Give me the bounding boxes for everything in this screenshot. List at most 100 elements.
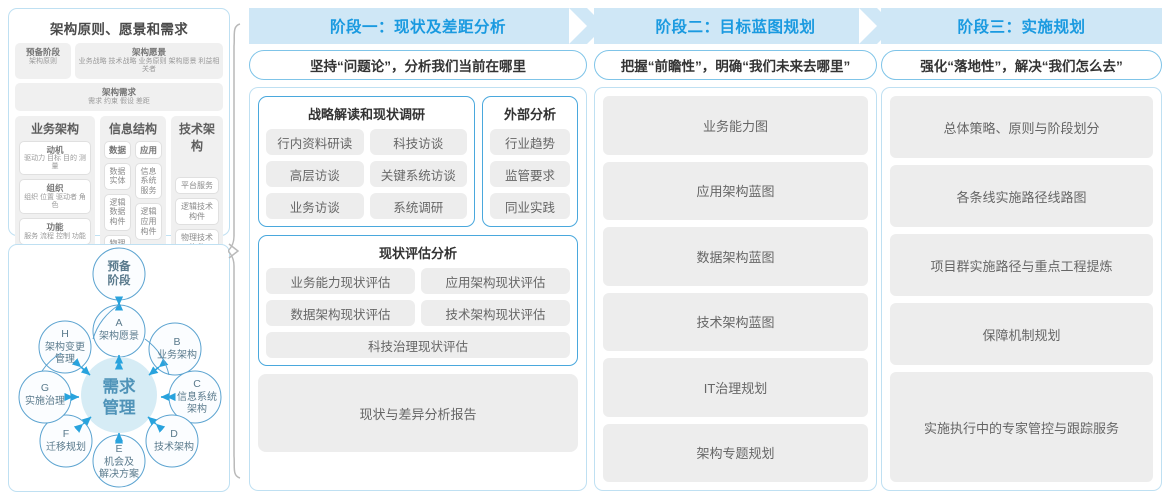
adm-node-prelim bbox=[92, 247, 146, 301]
adm-e-label: 机会及 bbox=[104, 455, 134, 468]
information-system-service-box: 信息系统服务 bbox=[135, 162, 162, 200]
phase-2-title: 阶段二：目标蓝图规划 bbox=[655, 19, 816, 36]
chip-gap-analysis-report[interactable]: 现状与差异分析报告 bbox=[258, 374, 578, 452]
phase-3-body: 总体策略、原则与阶段划分 各条线实施路径线路图 项目群实施路径与重点工程提炼 保… bbox=[881, 87, 1162, 491]
phase-1-top-row: 战略解读和现状调研 行内资料研读 科技访谈 高层访谈 关键系统访谈 业务访谈 系 bbox=[258, 96, 578, 227]
arrow-f-center bbox=[73, 416, 92, 433]
chip-key-system-interview[interactable]: 关键系统访谈 bbox=[369, 161, 467, 187]
connector-bracket bbox=[228, 23, 241, 479]
logical-application-component-box: 逻辑应用构件 bbox=[135, 203, 162, 241]
adm-d-key: D bbox=[170, 428, 178, 440]
chip-line-roadmap[interactable]: 各条线实施路径线路图 bbox=[890, 165, 1153, 227]
togaf-title: 架构原则、愿景和需求 bbox=[50, 22, 188, 37]
chip-it-governance-assessment[interactable]: 科技治理现状评估 bbox=[266, 332, 570, 358]
svg-text:阶段: 阶段 bbox=[108, 273, 131, 287]
phase-2-notch-inner bbox=[859, 8, 877, 44]
group-strategy-survey-title: 战略解读和现状调研 bbox=[307, 107, 425, 122]
data-entity-box: 数据实体 bbox=[104, 162, 131, 190]
group-external-analysis: 外部分析 行业趋势 监管要求 同业实践 bbox=[482, 96, 578, 227]
adm-b-key: B bbox=[173, 336, 180, 348]
chip-application-arch-assessment[interactable]: 应用架构现状评估 bbox=[421, 268, 570, 294]
chip-assurance-mechanism[interactable]: 保障机制规划 bbox=[890, 303, 1153, 365]
chip-program-path[interactable]: 项目群实施路径与重点工程提炼 bbox=[890, 234, 1153, 296]
chip-tech-interview[interactable]: 科技访谈 bbox=[369, 129, 467, 155]
pillar-business-architecture: 业务架构 动机 驱动力 目标 目的 测量 组织 组织 位置 驱动者 角色 功能 … bbox=[15, 115, 95, 286]
adm-center-label: 需求 bbox=[103, 376, 137, 396]
adm-f-key: F bbox=[63, 428, 69, 440]
adm-a-key: A bbox=[115, 317, 122, 329]
chip-tech-arch-blueprint[interactable]: 技术架构蓝图 bbox=[603, 292, 868, 351]
togaf-content-framework-card: 架构原则、愿景和需求 预备阶段 架构原则 架构愿景 业务战略 技术战略 业务原则… bbox=[8, 8, 230, 337]
business-function-box: 功能 服务 流程 控制 功能 bbox=[19, 218, 91, 246]
adm-prelim-label: 预备 bbox=[108, 259, 131, 273]
arrow-b-center bbox=[148, 358, 169, 376]
data-head-box: 数据 bbox=[104, 140, 131, 159]
adm-h-key: H bbox=[61, 328, 69, 340]
arrow-h-center bbox=[71, 358, 91, 376]
phase-column-1: 阶段一：现状及差距分析 坚持“问题论”，分析我们当前在哪里 战略解读和现状调研 … bbox=[249, 0, 605, 491]
architecture-requirements-box: 架构需求 需求 约束 假设 差距 bbox=[15, 83, 223, 111]
chip-it-governance-plan[interactable]: IT治理规划 bbox=[603, 358, 868, 417]
adm-a-label: 架构愿景 bbox=[99, 329, 139, 342]
chip-architecture-topic-plan[interactable]: 架构专题规划 bbox=[603, 423, 868, 482]
phase-1-notch-inner bbox=[569, 8, 587, 44]
phase-3-subtitle: 强化“落地性”，解决“我们怎么去” bbox=[881, 50, 1162, 80]
phase-3-title: 阶段三：实施规划 bbox=[957, 19, 1086, 36]
chip-executive-interview[interactable]: 高层访谈 bbox=[266, 161, 364, 187]
adm-c-key: C bbox=[193, 378, 201, 390]
chip-business-capability-assessment[interactable]: 业务能力现状评估 bbox=[266, 268, 415, 294]
phase-2-header: 阶段二：目标蓝图规划 bbox=[594, 8, 895, 44]
chip-business-capability-map[interactable]: 业务能力图 bbox=[603, 96, 868, 155]
req-head: 架构需求 bbox=[101, 87, 136, 98]
svg-text:管理: 管理 bbox=[103, 397, 137, 417]
group-external-analysis-title: 外部分析 bbox=[503, 107, 556, 122]
chip-peer-practice[interactable]: 同业实践 bbox=[490, 193, 570, 219]
chip-data-arch-blueprint[interactable]: 数据架构蓝图 bbox=[603, 227, 868, 286]
phase-2-body: 业务能力图 应用架构蓝图 数据架构蓝图 技术架构蓝图 IT治理规划 架构专题规划 bbox=[594, 87, 877, 491]
chip-internal-docs[interactable]: 行内资料研读 bbox=[266, 129, 364, 155]
pillar-info-title: 信息结构 bbox=[108, 121, 157, 136]
adm-h-label: 架构变更 bbox=[45, 340, 85, 353]
chip-data-arch-assessment[interactable]: 数据架构现状评估 bbox=[266, 300, 415, 326]
prelim-sub: 架构原则 bbox=[29, 57, 57, 65]
phase-1-title: 阶段一：现状及差距分析 bbox=[329, 19, 506, 36]
adm-g-label: 实施治理 bbox=[25, 394, 65, 407]
adm-cycle-diagram: 预备 阶段 A 架构愿景 B 业务架构 C 信息系统 架构 D 技术架构 E 机… bbox=[18, 247, 222, 488]
svg-text:解决方案: 解决方案 bbox=[99, 467, 139, 480]
phase-3-header: 阶段三：实施规划 bbox=[881, 8, 1162, 44]
left-reference-panel: 架构原则、愿景和需求 预备阶段 架构原则 架构愿景 业务战略 技术战略 业务原则… bbox=[8, 8, 230, 492]
chip-industry-trend[interactable]: 行业趋势 bbox=[490, 129, 570, 155]
business-motivation-box: 动机 驱动力 目标 目的 测量 bbox=[19, 140, 91, 176]
arrow-d-center bbox=[147, 416, 166, 433]
phase-column-3: 阶段三：实施规划 强化“落地性”，解决“我们怎么去” 总体策略、原则与阶段划分 … bbox=[881, 0, 1162, 491]
group-strategy-survey: 战略解读和现状调研 行内资料研读 科技访谈 高层访谈 关键系统访谈 业务访谈 系 bbox=[258, 96, 475, 227]
logical-data-component-box: 逻辑数据构件 bbox=[104, 193, 131, 231]
phase-2-subtitle: 把握“前瞻性”，明确“我们未来去哪里” bbox=[594, 50, 877, 80]
chip-system-research[interactable]: 系统调研 bbox=[369, 193, 467, 219]
adm-f-label: 迁移规划 bbox=[46, 440, 86, 453]
prelim-head: 预备阶段 bbox=[25, 47, 60, 57]
platform-service-box: 平台服务 bbox=[175, 176, 219, 195]
phase-1-header: 阶段一：现状及差距分析 bbox=[249, 8, 605, 44]
adm-center-circle bbox=[81, 357, 157, 433]
adm-e-key: E bbox=[115, 443, 122, 455]
chip-overall-strategy[interactable]: 总体策略、原则与阶段划分 bbox=[890, 96, 1153, 158]
prep-vision-row: 预备阶段 架构原则 架构愿景 业务战略 技术战略 业务原则 架构愿景 利益相关者 bbox=[15, 43, 223, 80]
chip-business-interview[interactable]: 业务访谈 bbox=[266, 193, 364, 219]
chip-tech-arch-assessment[interactable]: 技术架构现状评估 bbox=[421, 300, 570, 326]
svg-text:管理: 管理 bbox=[55, 352, 75, 365]
adm-d-label: 技术架构 bbox=[154, 440, 194, 453]
phase-1-body: 战略解读和现状调研 行内资料研读 科技访谈 高层访谈 关键系统访谈 业务访谈 系 bbox=[249, 87, 587, 491]
chip-application-arch-blueprint[interactable]: 应用架构蓝图 bbox=[603, 161, 868, 220]
application-head-box: 应用 bbox=[135, 140, 162, 159]
chip-regulatory-requirement[interactable]: 监管要求 bbox=[490, 161, 570, 187]
phase-1-subtitle: 坚持“问题论”，分析我们当前在哪里 bbox=[249, 50, 587, 80]
architecture-vision-box: 架构愿景 业务战略 技术战略 业务原则 架构愿景 利益相关者 bbox=[75, 43, 223, 80]
phase-column-2: 阶段二：目标蓝图规划 把握“前瞻性”，明确“我们未来去哪里” 业务能力图 应用架… bbox=[594, 0, 895, 491]
pillar-tech-title: 技术架构 bbox=[178, 121, 215, 153]
vision-head: 架构愿景 bbox=[131, 47, 166, 57]
adm-c-label: 信息系统 bbox=[177, 390, 217, 403]
vision-sub: 业务战略 技术战略 业务原则 架构愿景 利益相关者 bbox=[78, 57, 220, 74]
prelim-phase-box: 预备阶段 架构原则 bbox=[15, 43, 71, 80]
chip-expert-tracking-service[interactable]: 实施执行中的专家管控与跟踪服务 bbox=[890, 372, 1153, 482]
